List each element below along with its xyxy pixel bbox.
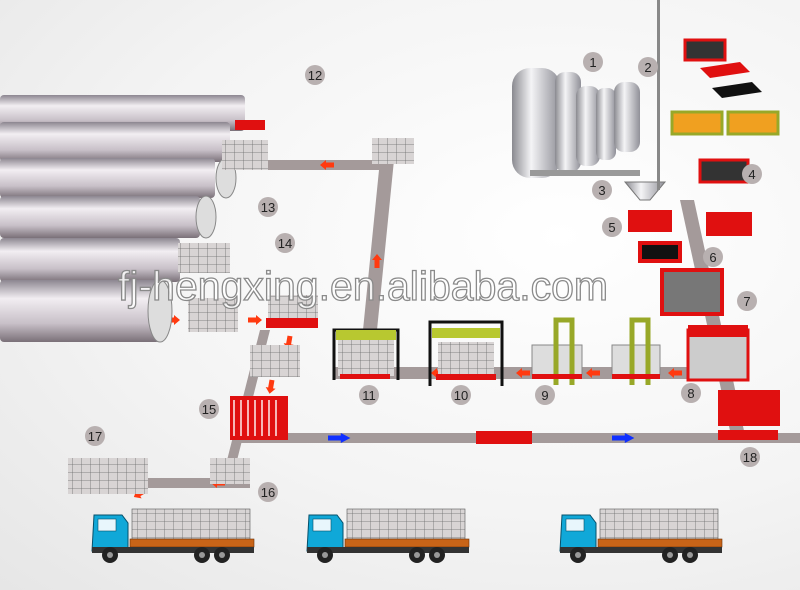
step-label-badge: [602, 217, 622, 237]
step-label-10: 10: [454, 388, 468, 403]
cutting-frame-9: [531, 317, 583, 385]
step-label-5: 5: [608, 220, 615, 235]
step-label-badge: [359, 385, 379, 405]
packing-machine-15: [230, 396, 288, 440]
step-label-14: 14: [278, 236, 292, 251]
truck: [91, 508, 255, 564]
step-label-badge: [592, 180, 612, 200]
watermark: fj-hengxing.en.alibaba.com: [118, 263, 608, 309]
step-label-3: 3: [598, 183, 605, 198]
step-label-17: 17: [88, 429, 102, 444]
step-label-badge: [451, 385, 471, 405]
step-label-1: 1: [589, 55, 596, 70]
step-label-11: 11: [362, 388, 376, 403]
step-label-badge: [681, 383, 701, 403]
step-label-16: 16: [261, 485, 275, 500]
step-label-badge: [742, 164, 762, 184]
truck: [559, 508, 723, 564]
step-label-6: 6: [709, 250, 716, 265]
step-label-15: 15: [202, 402, 216, 417]
step-label-badge: [583, 52, 603, 72]
cutting-frame-8: [611, 317, 661, 385]
step-label-badge: [258, 197, 278, 217]
curing-chambers: [660, 268, 780, 440]
step-label-badge: [535, 385, 555, 405]
step-label-badge: [638, 57, 658, 77]
block-stack: [250, 345, 300, 377]
mold-machines: [628, 38, 780, 263]
step-label-badge: [275, 233, 295, 253]
step-label-7: 7: [743, 294, 750, 309]
step-label-badge: [258, 482, 278, 502]
step-label-badge: [703, 247, 723, 267]
step-label-18: 18: [743, 450, 757, 465]
autoclaves: [0, 95, 268, 343]
crane-11: [332, 328, 400, 380]
step-label-badge: [199, 399, 219, 419]
step-label-13: 13: [261, 200, 275, 215]
step-label-12: 12: [308, 68, 322, 83]
step-label-badge: [305, 65, 325, 85]
block-stack: [68, 458, 148, 494]
truck: [306, 508, 470, 564]
step-label-badge: [740, 447, 760, 467]
step-label-badge: [85, 426, 105, 446]
step-label-8: 8: [687, 386, 694, 401]
mold-car: [476, 431, 532, 444]
block-stack: [210, 458, 250, 484]
step-label-2: 2: [644, 60, 651, 75]
step-label-badge: [737, 291, 757, 311]
step-label-9: 9: [541, 388, 548, 403]
block-stack: [372, 138, 414, 164]
cutting-machine-10: [428, 320, 504, 386]
silos: [512, 0, 667, 201]
transfer-car-14: [266, 295, 318, 328]
block-stack: [188, 298, 238, 332]
step-label-4: 4: [748, 167, 755, 182]
